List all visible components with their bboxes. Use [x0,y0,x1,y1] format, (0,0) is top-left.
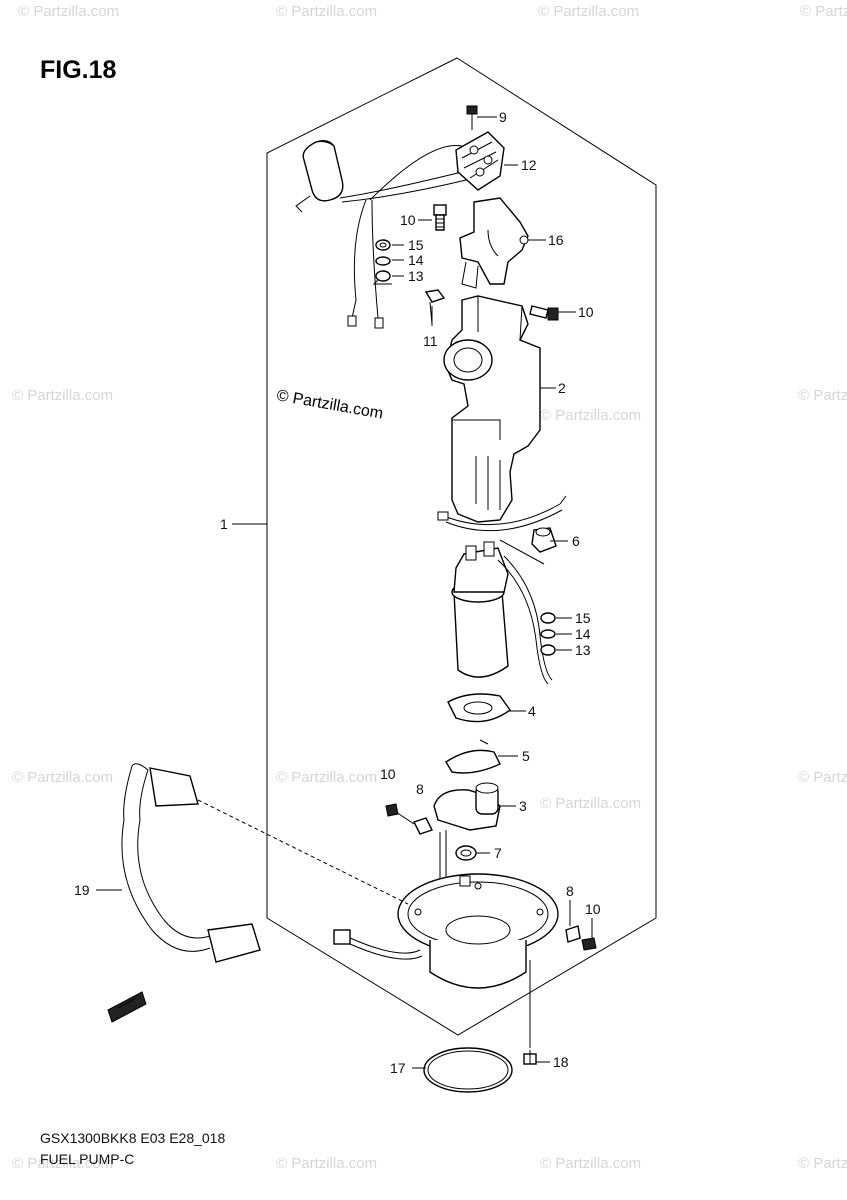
bolt-10-clamp [385,803,415,825]
callout-17: 17 [390,1060,406,1076]
callout-1: 1 [220,516,228,532]
bolt-10-base [581,937,597,951]
callout-15: 15 [575,610,591,626]
base-connector-lead [333,929,423,960]
watermark: © Partzilla.com [540,795,641,812]
figure-title: FIG.18 [40,56,117,84]
watermark: © Partzilla.com [276,3,377,20]
diagram-name: FUEL PUMP-C [40,1151,134,1167]
fuel-level-float [295,139,344,213]
pump-case-upper [443,295,541,523]
o-ring-7 [455,845,477,861]
ground-lead [437,495,567,532]
pump-base-plate [397,873,559,989]
callout-15: 15 [408,237,424,253]
watermark-layer: © Partzilla.com © Partzilla.com © Partzi… [12,3,847,1172]
o-ring-17 [423,1047,513,1093]
callout-11: 11 [423,333,438,349]
callout-19: 19 [74,882,90,898]
leader-lines [96,116,593,1069]
nut-15-top [375,239,391,251]
callout-labels: 9 12 10 15 14 13 16 11 10 2 1 6 15 14 13… [74,109,601,1076]
pressure-regulator [433,782,501,831]
callout-10: 10 [578,304,594,320]
callout-10: 10 [400,212,416,228]
callout-8: 8 [566,883,574,899]
callout-12: 12 [521,157,537,173]
fuel-level-sender [455,131,505,191]
watermark: © Partzilla.com [798,769,847,786]
clamp-8-right [565,925,581,943]
callout-5: 5 [522,748,530,764]
callout-10: 10 [380,766,396,782]
watermark: © Partzilla.com [800,3,847,20]
callout-3: 3 [519,798,527,814]
callout-10: 10 [585,901,601,917]
clip-11 [424,289,446,325]
nut-15-lower [540,612,556,624]
watermark: © Partzilla.com [798,387,847,404]
fuel-hose [121,763,261,963]
watermark: © Partzilla.com [798,1155,847,1172]
sender-wiring [339,144,467,329]
washer-14-top [375,256,391,266]
pump-holder [445,739,501,774]
assembly-boundary [266,57,657,1036]
sender-bracket [459,197,529,289]
watermark: © Partzilla.com [12,1155,113,1172]
watermark: © Partzilla.com [12,769,113,786]
watermark: © Partzilla.com [538,3,639,20]
watermark: © Partzilla.com [18,3,119,20]
watermark: © Partzilla.com [276,769,377,786]
screw-9 [466,105,478,130]
watermark: © Partzilla.com [12,387,113,404]
callout-16: 16 [548,232,564,248]
terminal-13-lower [540,644,556,656]
callout-13: 13 [408,268,424,284]
bolt-10-top [433,204,447,231]
watermark: © Partzilla.com [540,1155,641,1172]
callout-2: 2 [558,380,566,396]
bolt-10-right [529,305,559,321]
copyright-notice: © Partzilla.com [275,387,384,422]
watermark: © Partzilla.com [276,1155,377,1172]
callout-9: 9 [499,109,507,125]
fuel-pump-motor [451,541,553,685]
callout-14: 14 [575,626,591,642]
callout-4: 4 [528,703,536,719]
bolt-18 [523,1050,537,1065]
callout-18: 18 [553,1054,569,1070]
callout-14: 14 [408,252,424,268]
washer-14-lower [540,629,556,639]
callout-6: 6 [572,533,580,549]
clamp-8 [413,817,433,835]
filter-plate [447,693,511,723]
rubber-cushion [531,527,557,553]
callout-7: 7 [494,845,502,861]
callout-8: 8 [416,781,424,797]
callout-13: 13 [575,642,591,658]
watermark: © Partzilla.com [540,407,641,424]
terminal-13-top [372,270,392,285]
diagram-code: GSX1300BKK8 E03 E28_018 [40,1130,225,1146]
fwd-arrow-icon [107,991,147,1023]
